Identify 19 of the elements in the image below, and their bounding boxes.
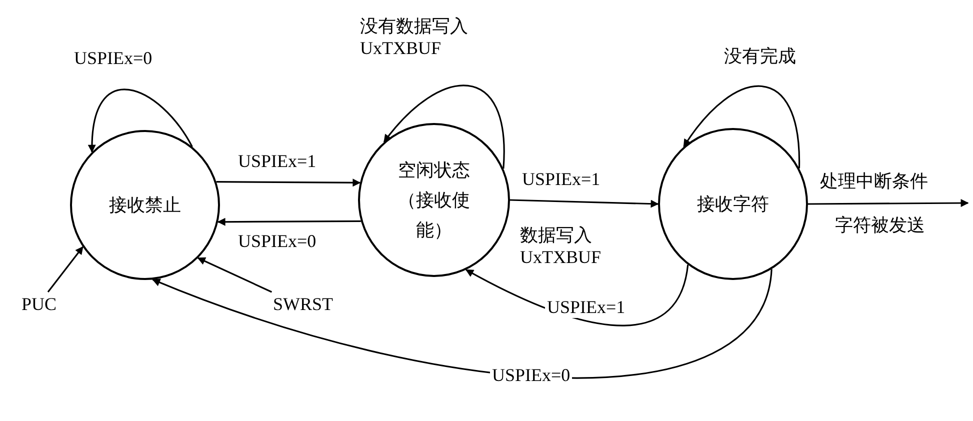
signal-label: PUC [14,292,64,316]
state-name: 接收禁止 [108,194,182,217]
edge-note: 字符被发送 [835,214,925,236]
arrow [683,86,800,168]
edge-label: 没有完成 [722,45,798,67]
edge-label: 处理中断条件 [818,170,930,192]
arrow [88,89,193,153]
arrow [510,199,659,208]
arrow [217,218,361,226]
arrow [216,178,361,187]
arrow [383,84,505,169]
edge-note: 数据写入 UxTXBUF [520,224,602,268]
state-name: 接收字符 [696,193,770,216]
arrow [808,199,969,208]
state-name: 空闲状态（接收使能） [397,159,471,242]
arrow [47,246,84,292]
signal-label: SWRST [270,292,336,316]
arrow [465,264,689,326]
arrow [197,257,272,293]
